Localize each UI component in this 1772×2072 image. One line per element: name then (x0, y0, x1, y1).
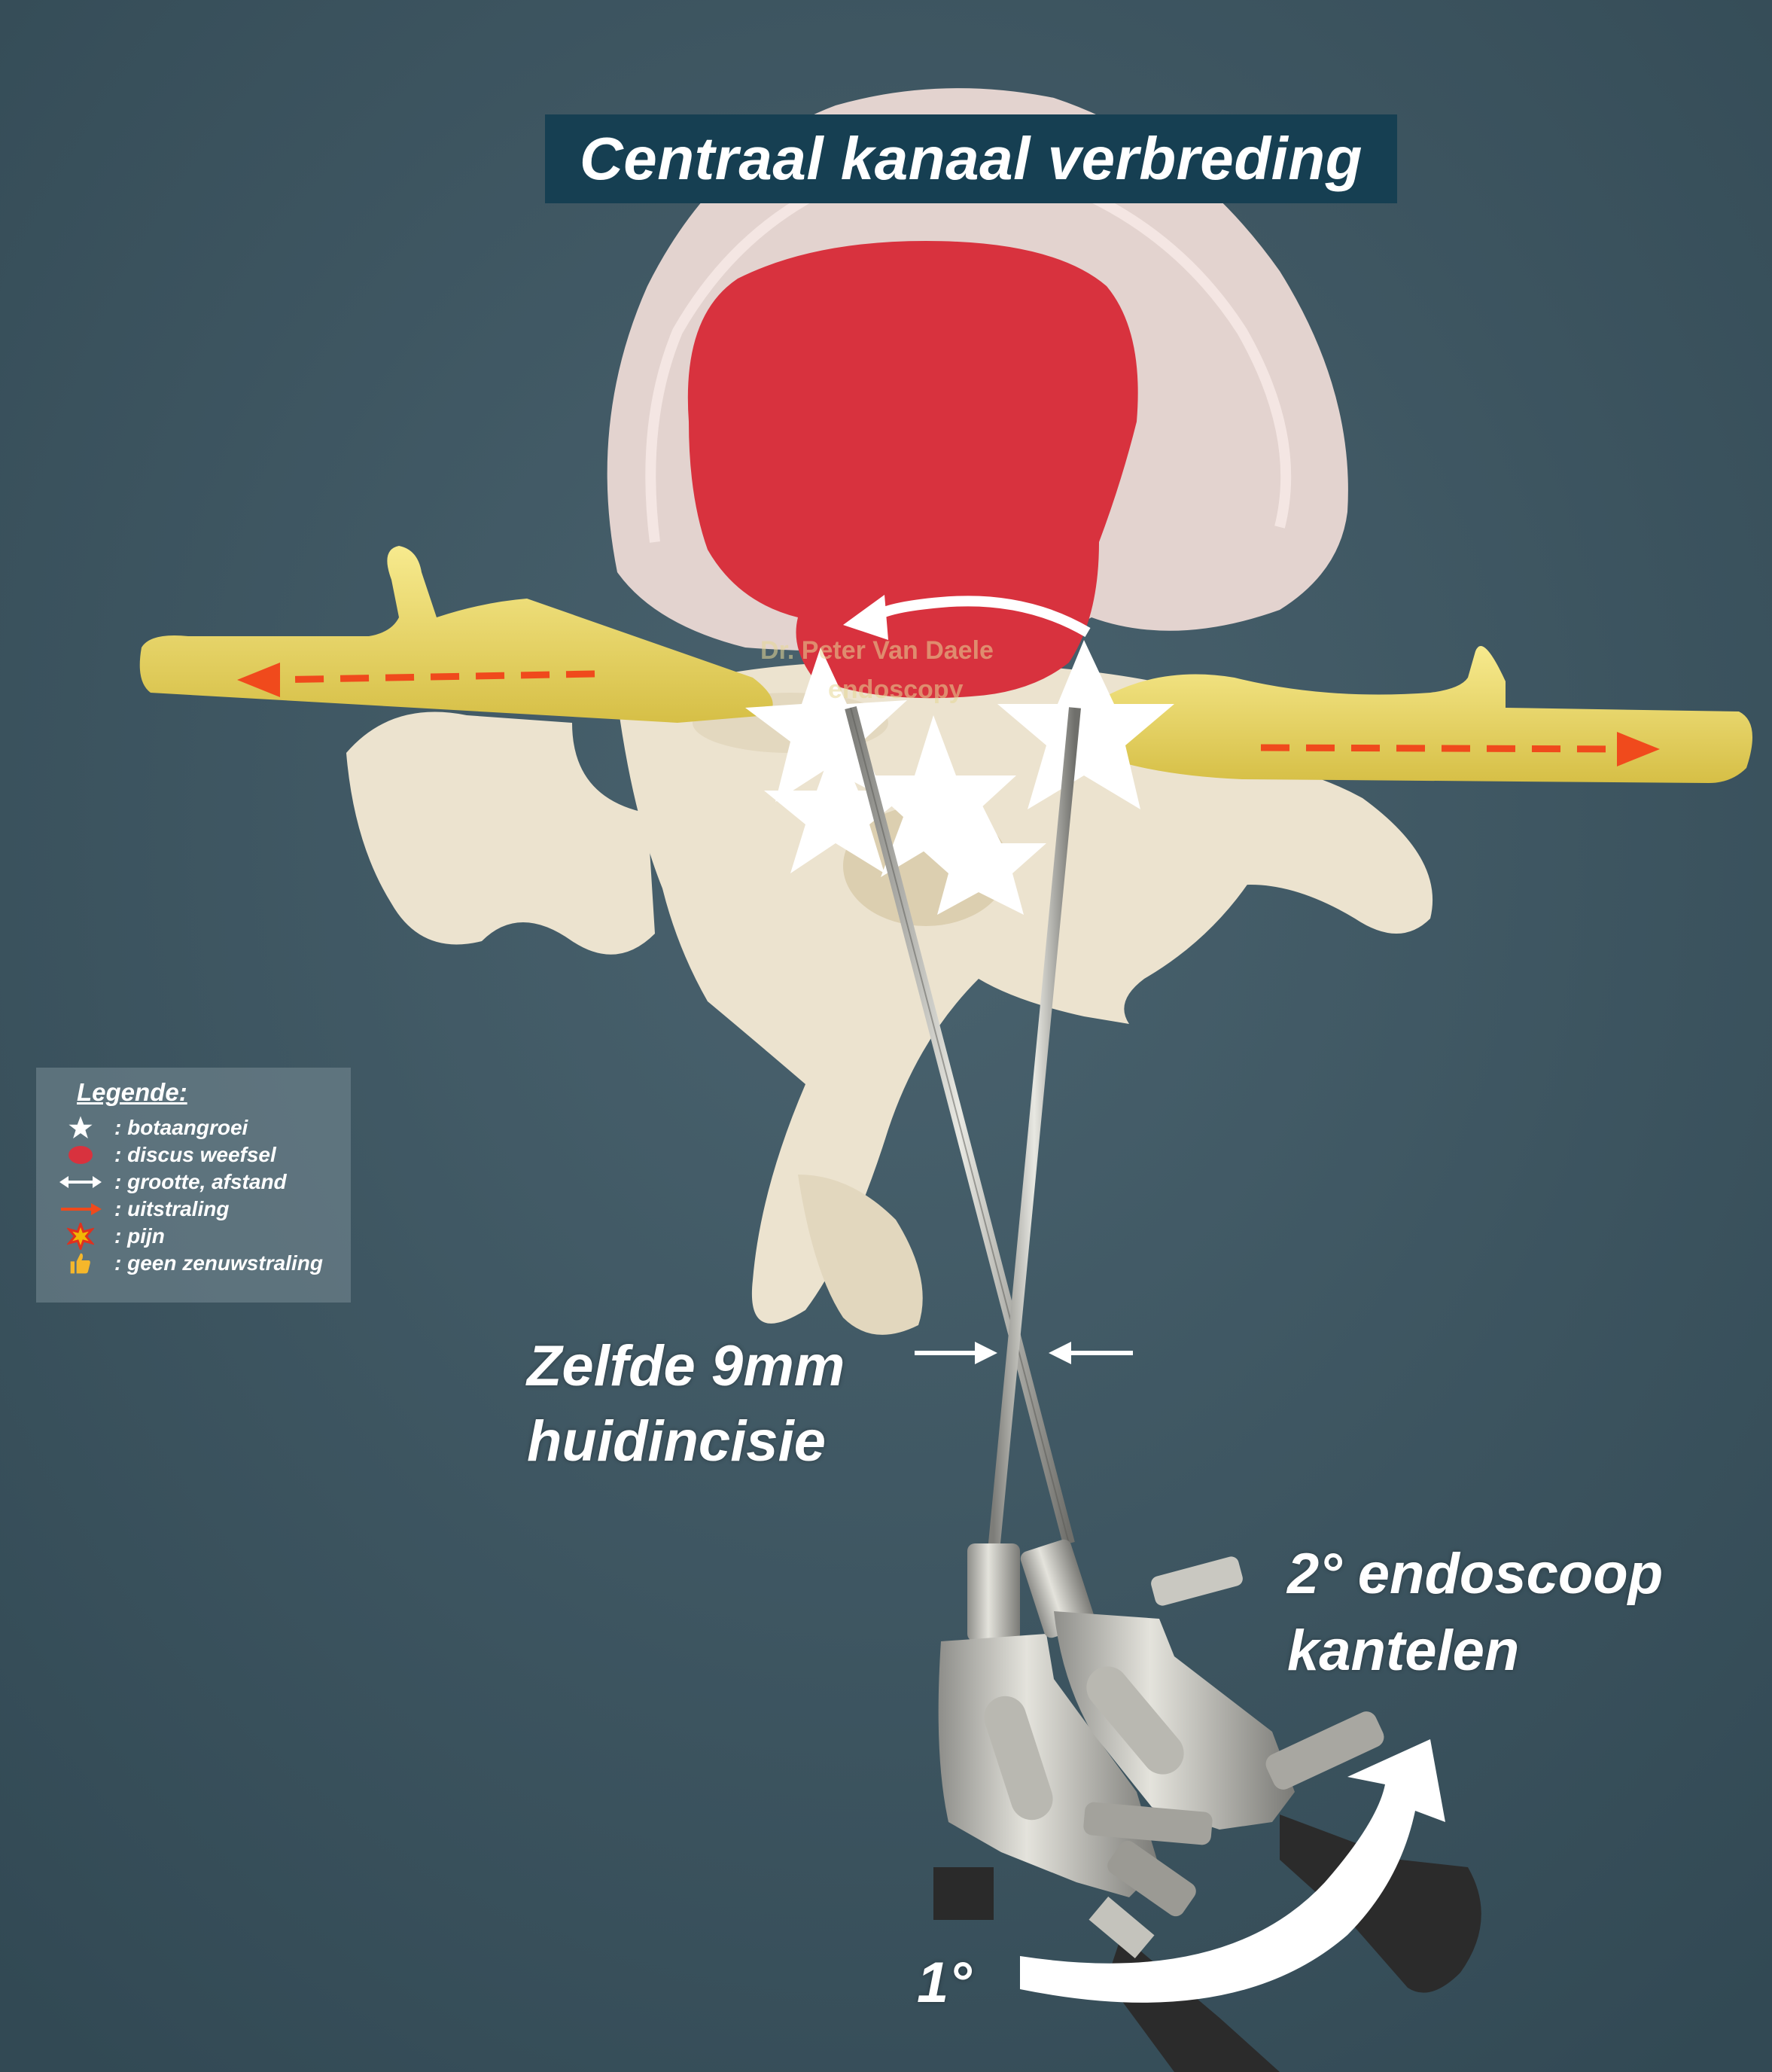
legend: Legende: : botaangroei : discus weefsel … (36, 1068, 351, 1303)
legend-item: : botaangroei (54, 1114, 333, 1141)
endoscope-handle-2 (1020, 1539, 1481, 1993)
endoscope-position-1 (845, 705, 1075, 1546)
star-icon (997, 640, 1174, 809)
watermark-line-2: endoscopy (828, 675, 964, 704)
legend-title: Legende: (77, 1078, 187, 1106)
legend-label: : grootte, afstand (114, 1170, 287, 1193)
pain-star-icon (54, 1223, 107, 1250)
star-icon (764, 738, 911, 873)
star-icon (915, 798, 1046, 915)
radiation-arrow-right (1260, 732, 1660, 766)
watermark: Dr. Peter Van Daele endoscopy (760, 631, 994, 709)
watermark-line-1: Dr. Peter Van Daele (760, 636, 994, 665)
incision-arrows (915, 1342, 1133, 1364)
vertebra-bone (346, 661, 1433, 1335)
red-arrow-icon (54, 1200, 107, 1218)
endoscope-position-2 (988, 707, 1081, 1552)
radiation-arrow-left (237, 663, 595, 697)
incision-label: Zelfde 9mm huidincisie (527, 1329, 845, 1479)
legend-label: : botaangroei (114, 1116, 248, 1139)
incision-label-line-2: huidincisie (527, 1409, 826, 1473)
legend-item: : discus weefsel (54, 1141, 333, 1169)
red-oval-icon (54, 1144, 107, 1166)
legend-item: : uitstraling (54, 1196, 333, 1223)
incision-label-line-1: Zelfde 9mm (527, 1334, 845, 1398)
tilt-label-line-1: 2° endoscoop (1287, 1542, 1664, 1606)
tilt-label-line-2: kantelen (1287, 1619, 1520, 1683)
legend-label: : geen zenuwstraling (114, 1251, 323, 1275)
disc-herniation (687, 241, 1138, 699)
title-banner: Centraal kanaal verbreding (545, 114, 1397, 203)
tilt-arrow-icon (1020, 1739, 1445, 2003)
page-title: Centraal kanaal verbreding (579, 125, 1363, 192)
legend-label: : discus weefsel (114, 1143, 276, 1166)
legend-item: : grootte, afstand (54, 1169, 333, 1196)
double-arrow-icon (54, 1173, 107, 1191)
thumbs-up-icon (54, 1251, 107, 1275)
legend-item: : pijn (54, 1223, 333, 1250)
legend-label: : uitstraling (114, 1197, 230, 1220)
first-position-label: 1° (917, 1951, 972, 2015)
legend-item: : geen zenuwstraling (54, 1250, 333, 1277)
legend-label: : pijn (114, 1224, 165, 1248)
tilt-label: 2° endoscoop kantelen (1287, 1536, 1663, 1690)
curved-arrow-icon (843, 595, 1091, 640)
star-icon (54, 1115, 107, 1141)
